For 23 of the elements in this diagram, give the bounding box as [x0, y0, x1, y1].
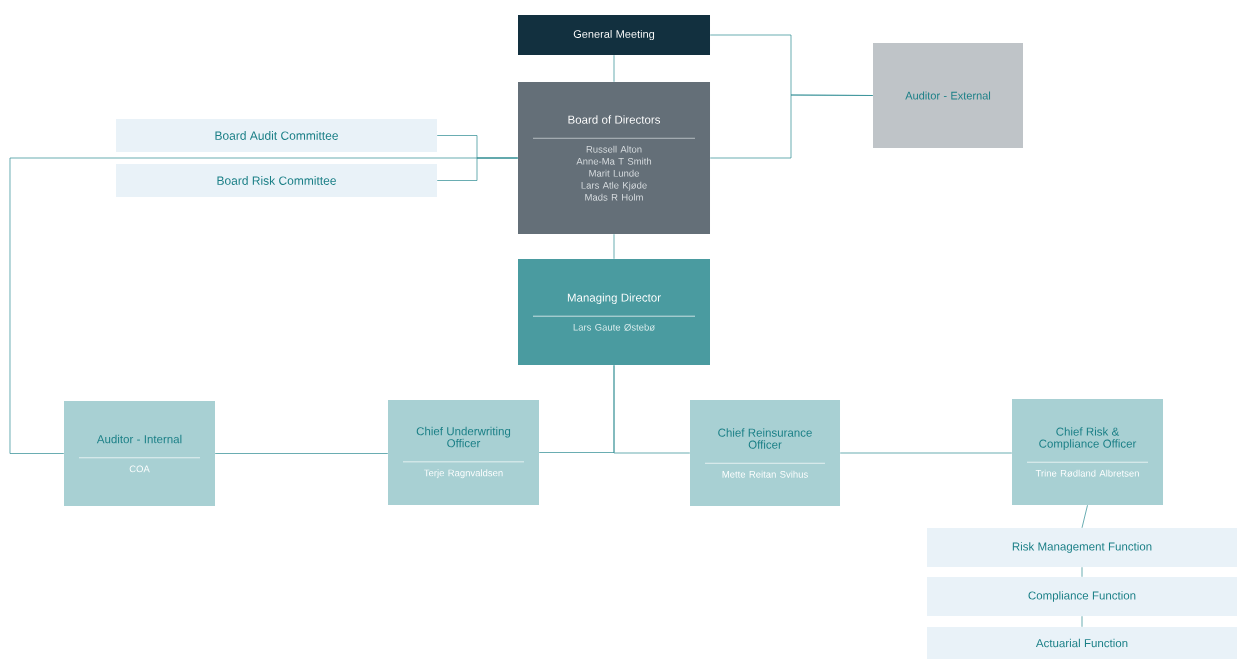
- function-box: Risk Management Function: [927, 528, 1237, 567]
- officer-box: Chief Underwriting Officer Terje Ragnvaldsen: [388, 400, 539, 505]
- meeting-box: General Meeting: [518, 15, 710, 55]
- connector-line: [214, 453, 389, 454]
- auditor-box: Auditor - Internal COA: [64, 401, 215, 506]
- connector-line: [709, 94, 874, 159]
- connector-line: [1081, 615, 1083, 628]
- function-box: Compliance Function: [927, 577, 1237, 616]
- auditor-box: Auditor - External: [873, 43, 1023, 148]
- connector-line: [1081, 566, 1083, 578]
- director-box: Managing Director Lars Gaute Østebø: [518, 259, 710, 365]
- committee-box: Board Risk Committee: [116, 164, 437, 197]
- connector-line: [1081, 504, 1088, 529]
- function-box: Actuarial Function: [927, 627, 1237, 659]
- officer-box: Chief Risk & Compliance Officer Trine Rødland Albretsen: [1012, 399, 1163, 505]
- connector-line: [613, 364, 691, 454]
- connector-line: [613, 233, 615, 260]
- officer-box: Chief Reinsurance Officer Mette Reitan Svihus: [690, 400, 840, 506]
- committee-box: Board Audit Committee: [116, 119, 437, 152]
- connector-line: [613, 54, 615, 83]
- connector-line: [839, 452, 1013, 454]
- board-box: Board of Directors Russell Alton Anne-Ma T Smith Marit Lunde Lars Atle Kjøde Mads R Holm: [518, 82, 710, 234]
- connector-line: [9, 157, 519, 454]
